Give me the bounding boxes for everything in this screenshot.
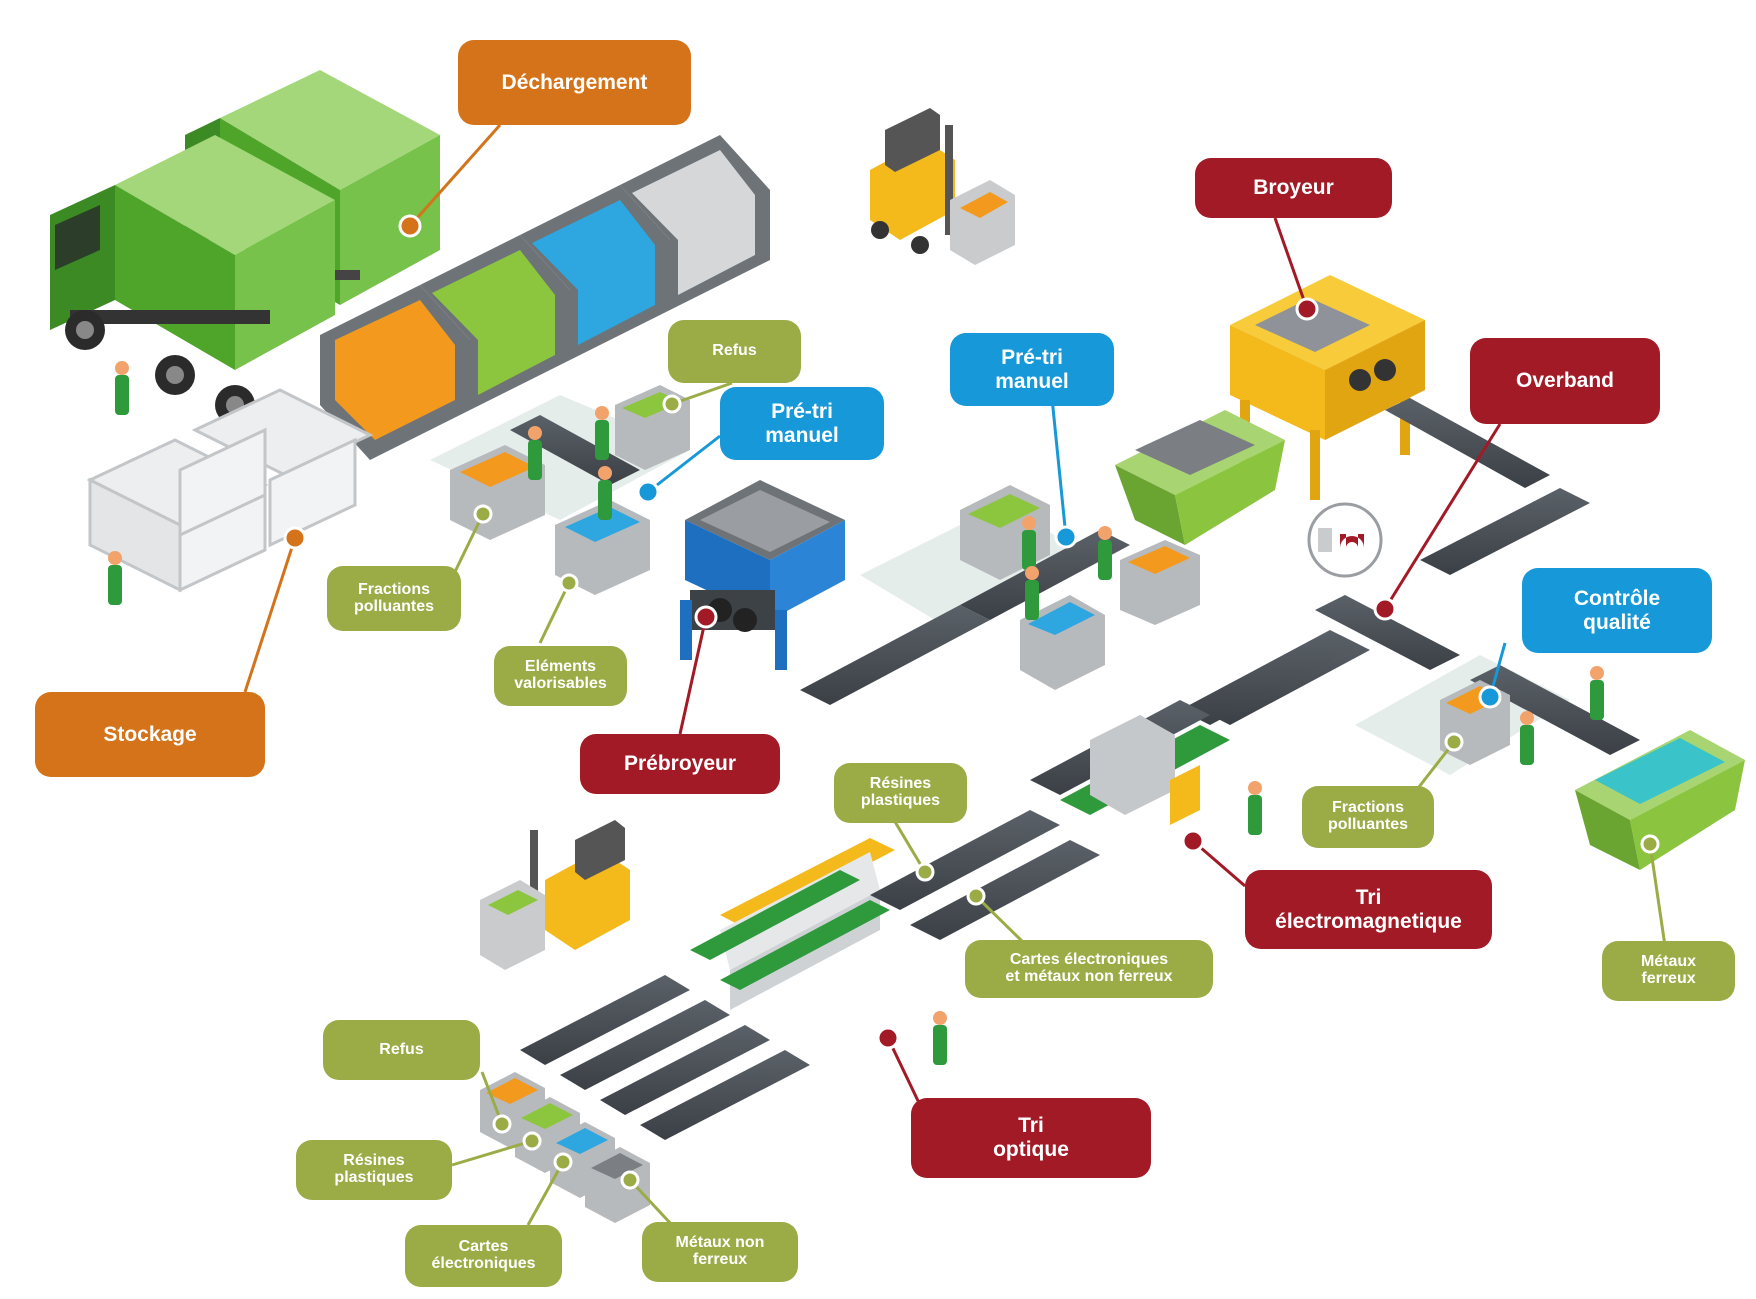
label-pretri-manuel-1: Pré-tri manuel [720, 387, 884, 460]
leader-dots [283, 214, 1660, 1190]
forklift-bottom [480, 820, 630, 970]
conveyor-pretri-2 [800, 485, 1200, 705]
label-tri-electromagnetique: Tri électromagnetique [1245, 870, 1492, 949]
label-broyeur: Broyeur [1195, 158, 1392, 218]
prebroyeur-machine [680, 480, 845, 670]
leader-lines [243, 124, 1667, 1227]
label-cartes-electroniques: Cartes électroniques [405, 1225, 562, 1287]
forklift-top [870, 108, 1015, 265]
storage-bin-orange [320, 285, 470, 460]
workers [108, 361, 1604, 1065]
label-elements-valorisables: Eléments valorisables [494, 646, 627, 706]
label-pretri-manuel-2: Pré-tri manuel [950, 333, 1114, 406]
conveyor-main [1030, 630, 1360, 825]
label-prebroyeur: Prébroyeur [580, 734, 780, 794]
truck-front [50, 135, 335, 425]
label-refus-bottom: Refus [323, 1020, 480, 1080]
storage-cages [86, 388, 374, 593]
label-resines-plastiques-mid: Résines plastiques [834, 763, 967, 823]
label-controle-qualite: Contrôle qualité [1522, 568, 1712, 653]
storage-bin-grey [620, 135, 770, 310]
conveyor-tri-optique-outputs [520, 975, 810, 1140]
label-resines-plastiques-bottom: Résines plastiques [296, 1140, 452, 1200]
skip-broyeur [1115, 410, 1285, 545]
label-metaux-ferreux: Métaux ferreux [1602, 941, 1735, 1001]
label-tri-optique: Tri optique [911, 1098, 1151, 1178]
label-fractions-polluantes-1: Fractions polluantes [327, 566, 461, 631]
label-dechargement: Déchargement [458, 40, 691, 125]
label-stockage: Stockage [35, 692, 265, 777]
label-cartes-et-metaux: Cartes électroniques et métaux non ferre… [965, 940, 1213, 998]
magnet-icon [1307, 502, 1383, 578]
storage-bin-blue [520, 185, 670, 360]
label-metaux-non-ferreux: Métaux non ferreux [642, 1222, 798, 1282]
storage-bin-green [420, 235, 570, 410]
label-refus-top: Refus [668, 320, 801, 383]
label-fractions-polluantes-2: Fractions polluantes [1302, 786, 1434, 848]
label-overband: Overband [1470, 338, 1660, 424]
tri-optique-machine [690, 810, 1100, 1010]
skip-metaux-ferreux [1575, 730, 1745, 870]
